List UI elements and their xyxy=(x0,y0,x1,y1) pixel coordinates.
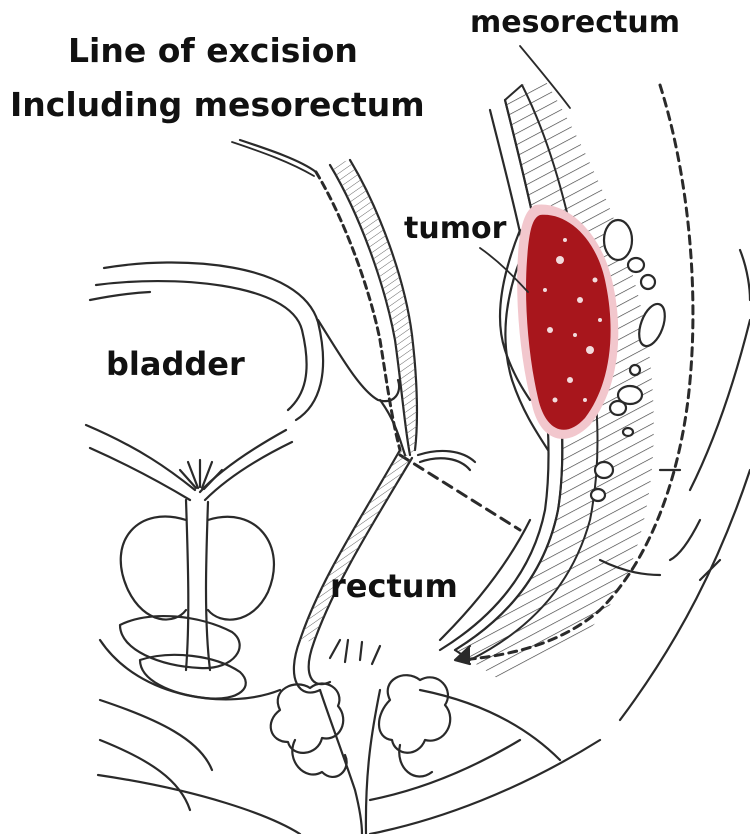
bladder-label: bladder xyxy=(106,348,245,380)
excision-line-anterior xyxy=(240,140,520,530)
mesorectum-label: mesorectum xyxy=(470,8,680,38)
leader-excision xyxy=(232,142,314,176)
including-mesorectum-label: Including mesorectum xyxy=(10,88,425,121)
tumor-label: tumor xyxy=(404,214,506,244)
line-of-excision-label: Line of excision xyxy=(68,34,358,67)
rectum-label: rectum xyxy=(330,570,458,602)
